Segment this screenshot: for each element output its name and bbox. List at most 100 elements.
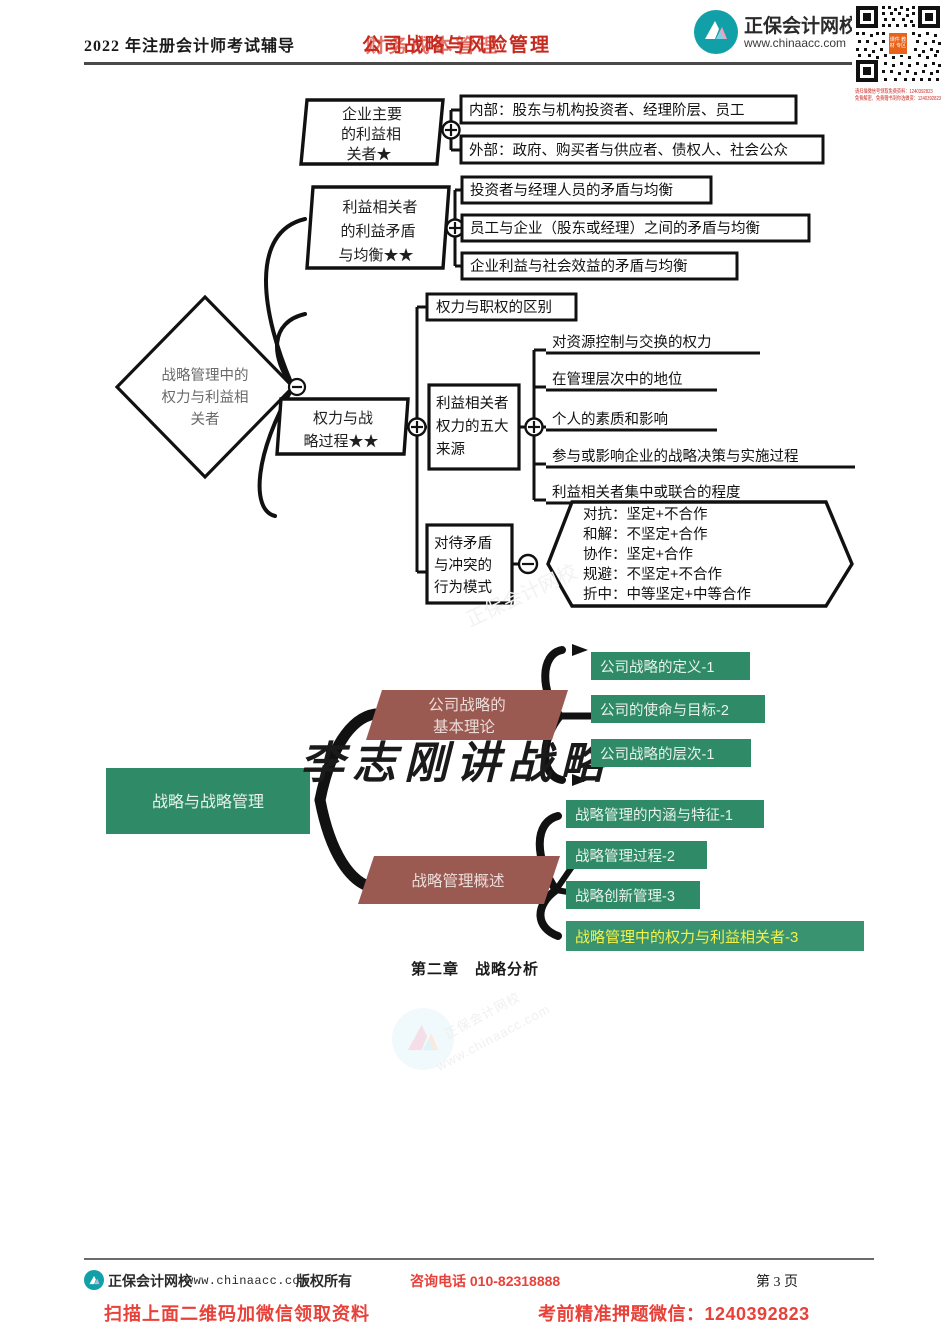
- subgroup-1-item-label-4: 参与或影响企业的战略决策与实施过程: [552, 447, 799, 465]
- qr-note-line-1: 请扫描微信号领取免费资料：1240392823: [855, 88, 933, 95]
- watermark-book-glyph-icon: [407, 1025, 439, 1051]
- branch-2-child-label-1: 投资者与经理人员的矛盾与均衡: [470, 182, 673, 199]
- branch-3-title-line-2: 略过程★★: [303, 433, 378, 450]
- conflict-modes-hexagon[interactable]: [546, 500, 854, 608]
- mindmap-strategy-overview: 战略与战略管理 李志刚讲战略 公司战略的 基本理论 公司战略的定义-1 公司的使…: [106, 644, 864, 951]
- subgroup-2-title-line-1: 对待矛盾: [434, 535, 492, 552]
- branch-3-child-box-1[interactable]: [425, 292, 578, 322]
- branch-1-child-box-1[interactable]: [459, 94, 798, 125]
- header-course-line: 2022 年注册会计师考试辅导: [84, 38, 296, 55]
- subgroup-1-expand-toggle[interactable]: [524, 417, 544, 437]
- branch-1-child-label-1: 内部：股东与机构投资者、经理阶层、员工: [469, 102, 745, 119]
- subgroup-1-item-label-1: 对资源控制与交换的权力: [552, 333, 712, 351]
- hex-line-4: 规避：不坚定+不合作: [583, 566, 722, 583]
- branch-2-child-label-3: 企业利益与社会效益的矛盾与均衡: [470, 257, 688, 275]
- map2-g1-item-box-1[interactable]: [591, 652, 750, 680]
- map2-group-2-shape[interactable]: [358, 856, 560, 904]
- map2-group-1-title-line-1: 公司战略的: [428, 696, 506, 714]
- footer-brand: 正保会计网校: [108, 1275, 192, 1290]
- branch-3-expand-toggle[interactable]: [407, 417, 427, 437]
- subgroup-1-node[interactable]: [427, 383, 521, 471]
- branch-2-child-box-3[interactable]: [460, 251, 739, 281]
- subgroup-1-item-3[interactable]: 个人的素质和影响: [546, 411, 717, 432]
- subgroup-2-title-line-2: 与冲突的: [434, 557, 492, 574]
- subgroup-1-item-1[interactable]: 对资源控制与交换的权力: [546, 333, 760, 355]
- qr-code-matrix: [854, 4, 942, 84]
- header-doc-title-main: 公司战略与风险管理: [362, 35, 552, 56]
- map2-calligraphy-watermark: 李志刚讲战略: [300, 739, 612, 788]
- subgroup-1-item-4[interactable]: 参与或影响企业的战略决策与实施过程: [546, 447, 855, 469]
- chapter-heading: 第二章 战略分析: [410, 962, 539, 978]
- watermark-logo-icon: [392, 1008, 454, 1070]
- map2-g2-item-box-1[interactable]: [566, 800, 764, 828]
- map2-g2-item-box-4[interactable]: [566, 921, 864, 951]
- map2-g2-item-box-2[interactable]: [566, 841, 707, 869]
- qr-note-line-2: 免费解密、免费赠书到你选做资：1240392823: [855, 95, 942, 102]
- map2-g1-item-label-2: 公司的使命与目标-2: [600, 701, 729, 719]
- branch-1-child-label-2: 外部：政府、购买者与供应者、债权人、社会公众: [469, 141, 788, 159]
- subgroup-1-item-label-5: 利益相关者集中或联合的程度: [552, 484, 741, 501]
- map2-g1-item-box-3[interactable]: [591, 739, 751, 767]
- map2-g1-item-label-1: 公司战略的定义-1: [600, 659, 714, 676]
- map2-g2-item-label-1: 战略管理的内涵与特征-1: [575, 807, 733, 824]
- map2-group-1-shape[interactable]: [366, 690, 568, 740]
- header-doc-title: 财务成本管理 公司战略与风险管理: [362, 30, 612, 58]
- branch-2-child-box-2[interactable]: [460, 213, 811, 243]
- qr-code-icon[interactable]: 课件 教材 专区 请扫描微信号领取免费资料：1240392823 免费解密、免费…: [852, 2, 948, 106]
- root-diamond-shape: [114, 294, 296, 480]
- subgroup-1-title-line-3: 来源: [436, 441, 465, 458]
- map2-g2-item-box-3[interactable]: [566, 881, 700, 909]
- mindmap-power-stakeholders: 战略管理中的 权力与利益相 关者 企业主要 的利益相 关者★ 内部：股东与机构投…: [114, 94, 855, 632]
- branch-1-child-box-2[interactable]: [459, 134, 825, 165]
- footer-phone: 咨询电话 010-82318888: [410, 1273, 561, 1289]
- subgroup-1-item-2[interactable]: 在管理层次中的地位: [546, 371, 717, 392]
- branch-2-child-label-2: 员工与企业（股东或经理）之间的矛盾与均衡: [470, 219, 760, 237]
- map2-root-box[interactable]: [106, 768, 310, 834]
- branch-1-node[interactable]: [299, 98, 445, 166]
- subgroup-2-title-line-3: 行为模式: [434, 579, 492, 596]
- logo-brand-name: 正保会计网校: [744, 16, 859, 37]
- footer-copyright: 版权所有: [296, 1275, 352, 1290]
- header-divider: [84, 62, 874, 65]
- footer-site-url: www.chinaacc.com: [186, 1274, 308, 1288]
- branch-1-title-line-3: 关者★: [346, 146, 391, 163]
- map2-g2-item-label-2: 战略管理过程-2: [575, 848, 675, 865]
- hex-line-3: 协作：坚定+合作: [583, 546, 693, 563]
- hex-line-1: 对抗：坚定+不合作: [583, 506, 707, 523]
- page-footer: 正保会计网校 www.chinaacc.com 版权所有 咨询电话 010-82…: [0, 1258, 950, 1344]
- hex-line-5: 折中：中等坚定+中等合作: [583, 585, 751, 603]
- header-doc-title-overlay: 财务成本管理: [366, 36, 501, 57]
- footer-wechat-note: 考前精准押题微信：1240392823: [538, 1304, 810, 1324]
- subgroup-2-collapse-toggle[interactable]: [517, 553, 539, 575]
- root-label-line-1: 战略管理中的: [162, 367, 249, 384]
- branch-2-title-line-3: 与均衡★★: [338, 247, 413, 264]
- subgroup-1-title-line-2: 权力的五大: [436, 418, 509, 435]
- branch-2-child-box-1[interactable]: [460, 175, 713, 205]
- qr-center-logo: 课件 教材 专区: [888, 32, 908, 55]
- branch-2-node[interactable]: [305, 185, 451, 270]
- subgroup-1-item-label-2: 在管理层次中的地位: [552, 371, 683, 388]
- site-logo: 正保会计网校 www.chinaacc.com: [694, 8, 858, 60]
- map2-root-label: 战略与战略管理: [152, 793, 264, 811]
- branch-1-title-line-2: 的利益相: [341, 126, 401, 143]
- subgroup-1-item-5[interactable]: 利益相关者集中或联合的程度: [546, 484, 790, 505]
- root-collapse-toggle[interactable]: [287, 377, 307, 397]
- root-label-line-2: 权力与利益相: [162, 389, 249, 406]
- branch-1-title-line-1: 企业主要: [342, 105, 402, 123]
- subgroup-1-title-line-1: 利益相关者: [436, 395, 509, 412]
- map2-g1-item-label-3: 公司战略的层次-1: [600, 746, 714, 763]
- subgroup-2-node[interactable]: [425, 523, 514, 605]
- map2-g1-item-box-2[interactable]: [591, 695, 765, 723]
- logo-url: www.chinaacc.com: [744, 36, 847, 50]
- footer-divider: [84, 1258, 874, 1260]
- footer-logo-glyph-icon: [89, 1275, 100, 1285]
- branch-2-title-line-1: 利益相关者: [342, 199, 417, 216]
- map2-g2-item-label-3: 战略创新管理-3: [575, 888, 675, 905]
- subgroup-1-item-label-3: 个人的素质和影响: [552, 411, 668, 428]
- branch-1-expand-toggle[interactable]: [441, 120, 461, 140]
- branch-3-node[interactable]: [275, 397, 410, 456]
- map2-g2-item-label-4: 战略管理中的权力与利益相关者-3: [575, 929, 798, 946]
- footer-book-circle-icon: [84, 1270, 104, 1290]
- page-header: 2022 年注册会计师考试辅导 财务成本管理 公司战略与风险管理 正保会计网校 …: [0, 0, 950, 106]
- footer-page-number: 第 3 页: [756, 1275, 798, 1290]
